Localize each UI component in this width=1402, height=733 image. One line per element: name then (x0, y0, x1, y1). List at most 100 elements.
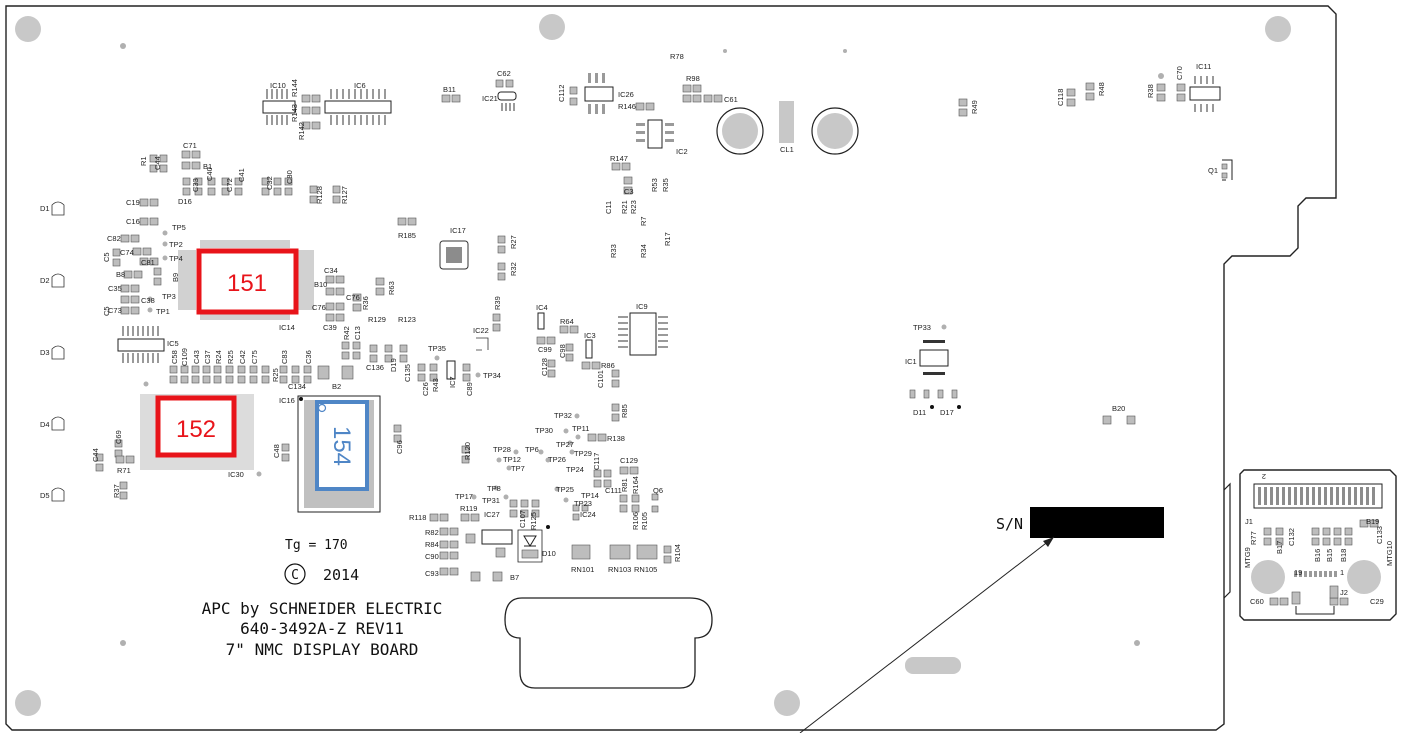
label-c117: C117 (592, 453, 601, 470)
label-tp12: TP12 (503, 455, 521, 464)
label-c19: C19 (126, 198, 140, 207)
fiducial (120, 43, 126, 49)
label-r104: R104 (673, 544, 682, 562)
label-q1: Q1 (1208, 166, 1218, 175)
label-c82: C82 (107, 234, 121, 243)
label-r34: R34 (639, 244, 648, 258)
label-r63: R63 (387, 281, 396, 295)
refdes-labels-vertical: R144 R142 R143 C112 R49 C118 R48 R38 C70… (91, 66, 1394, 568)
capacitor-can (811, 107, 859, 155)
label-j1: J1 (1245, 517, 1253, 526)
label-ic14: IC14 (279, 323, 295, 332)
label-tp4: TP4 (169, 254, 183, 263)
label-b7: B7 (510, 573, 519, 582)
label-r43: R43 (431, 378, 440, 392)
label-c33: C33 (191, 178, 200, 192)
label-ic4: IC4 (536, 303, 548, 312)
choke-cl1 (779, 101, 794, 143)
label-r39: R39 (493, 296, 502, 310)
label-c134: C134 (288, 382, 306, 391)
label-r23: R23 (629, 200, 638, 214)
label-d3: D3 (40, 348, 50, 357)
label-b1: B1 (203, 162, 212, 171)
ic14-side-parts (325, 217, 417, 322)
label-c76b: C76 (312, 303, 326, 312)
label-r38: R38 (1146, 84, 1155, 98)
label-r164: R164 (631, 476, 640, 494)
serial-label: S/N (996, 515, 1023, 533)
label-ic24: IC24 (580, 510, 596, 519)
label-b2: B2 (332, 382, 341, 391)
label-rn103: RN103 (608, 565, 631, 574)
connector-notch (1223, 482, 1231, 599)
label-r118: R118 (409, 513, 426, 522)
label-c118: C118 (1056, 89, 1065, 106)
callout-154-box (315, 400, 369, 491)
mounting-hole (774, 690, 800, 716)
label-ic26: IC26 (618, 90, 634, 99)
r144-r142-r143-pads (301, 94, 321, 130)
serial-leader-line (799, 536, 1055, 733)
label-c109: C109 (180, 348, 189, 366)
label-c41: C41 (237, 168, 246, 182)
label-c90: C90 (425, 552, 439, 561)
label-r125: R125 (529, 512, 538, 530)
label-c26: C26 (421, 382, 430, 396)
fiducial (843, 49, 847, 53)
label-c38: C38 (141, 296, 155, 305)
label-c74: C74 (120, 248, 134, 257)
label-c93: C93 (425, 569, 439, 578)
label-c48: C48 (272, 444, 281, 458)
label-tp34: TP34 (483, 371, 501, 380)
label-c40: C40 (205, 167, 214, 181)
label-c62: C62 (497, 69, 511, 78)
label-r32: R32 (509, 262, 518, 276)
label-r33: R33 (609, 244, 618, 258)
label-ic27: IC27 (484, 510, 500, 519)
oval-pad (905, 657, 961, 674)
label-c37: C37 (203, 350, 212, 364)
label-d2: D2 (40, 276, 50, 285)
test-point-cluster (461, 413, 659, 529)
label-c44a: C44 (153, 156, 162, 170)
label-c5b: C5 (102, 306, 111, 316)
label-c99: C99 (538, 345, 552, 354)
label-c3: C3 (624, 187, 634, 196)
label-r142: R142 (297, 122, 306, 140)
label-r48: R48 (1097, 82, 1106, 96)
company-name: APC by SCHNEIDER ELECTRIC (202, 599, 443, 618)
callout-152-box (155, 395, 237, 458)
mounting-hole (15, 690, 41, 716)
label-ic22: IC22 (473, 326, 489, 335)
label-c35: C35 (108, 284, 122, 293)
label-c44b: C44 (91, 448, 100, 462)
label-c83: C83 (280, 350, 289, 364)
label-tp6: TP6 (525, 445, 539, 454)
label-ic5: IC5 (167, 339, 179, 348)
label-d5: D5 (40, 491, 50, 500)
label-b11: B11 (443, 85, 456, 94)
label-c96: C96 (395, 440, 404, 454)
capacitor-row (169, 341, 408, 384)
label-c61: C61 (724, 95, 738, 104)
top-middle-parts (441, 73, 723, 195)
label-tp28: TP28 (493, 445, 511, 454)
left-cluster-pads (112, 150, 341, 315)
callout-151-label: 151 (227, 270, 267, 297)
label-c34: C34 (324, 266, 338, 275)
label-c98: C98 (558, 344, 567, 358)
label-tp17: TP17 (455, 492, 473, 501)
label-d11: D11 (913, 408, 926, 417)
label-c36: C36 (304, 350, 313, 364)
label-r147: R147 (610, 154, 628, 163)
label-c107: C107 (518, 510, 527, 528)
copyright-letter: C (291, 568, 299, 583)
label-mtg10: MTG10 (1385, 541, 1394, 566)
label-c69: C69 (114, 430, 123, 444)
label-tp5: TP5 (172, 223, 186, 232)
label-d10: D10 (542, 549, 556, 558)
label-r64: R64 (560, 317, 574, 326)
label-c81: C81 (141, 258, 155, 267)
label-c136: C136 (366, 363, 384, 372)
